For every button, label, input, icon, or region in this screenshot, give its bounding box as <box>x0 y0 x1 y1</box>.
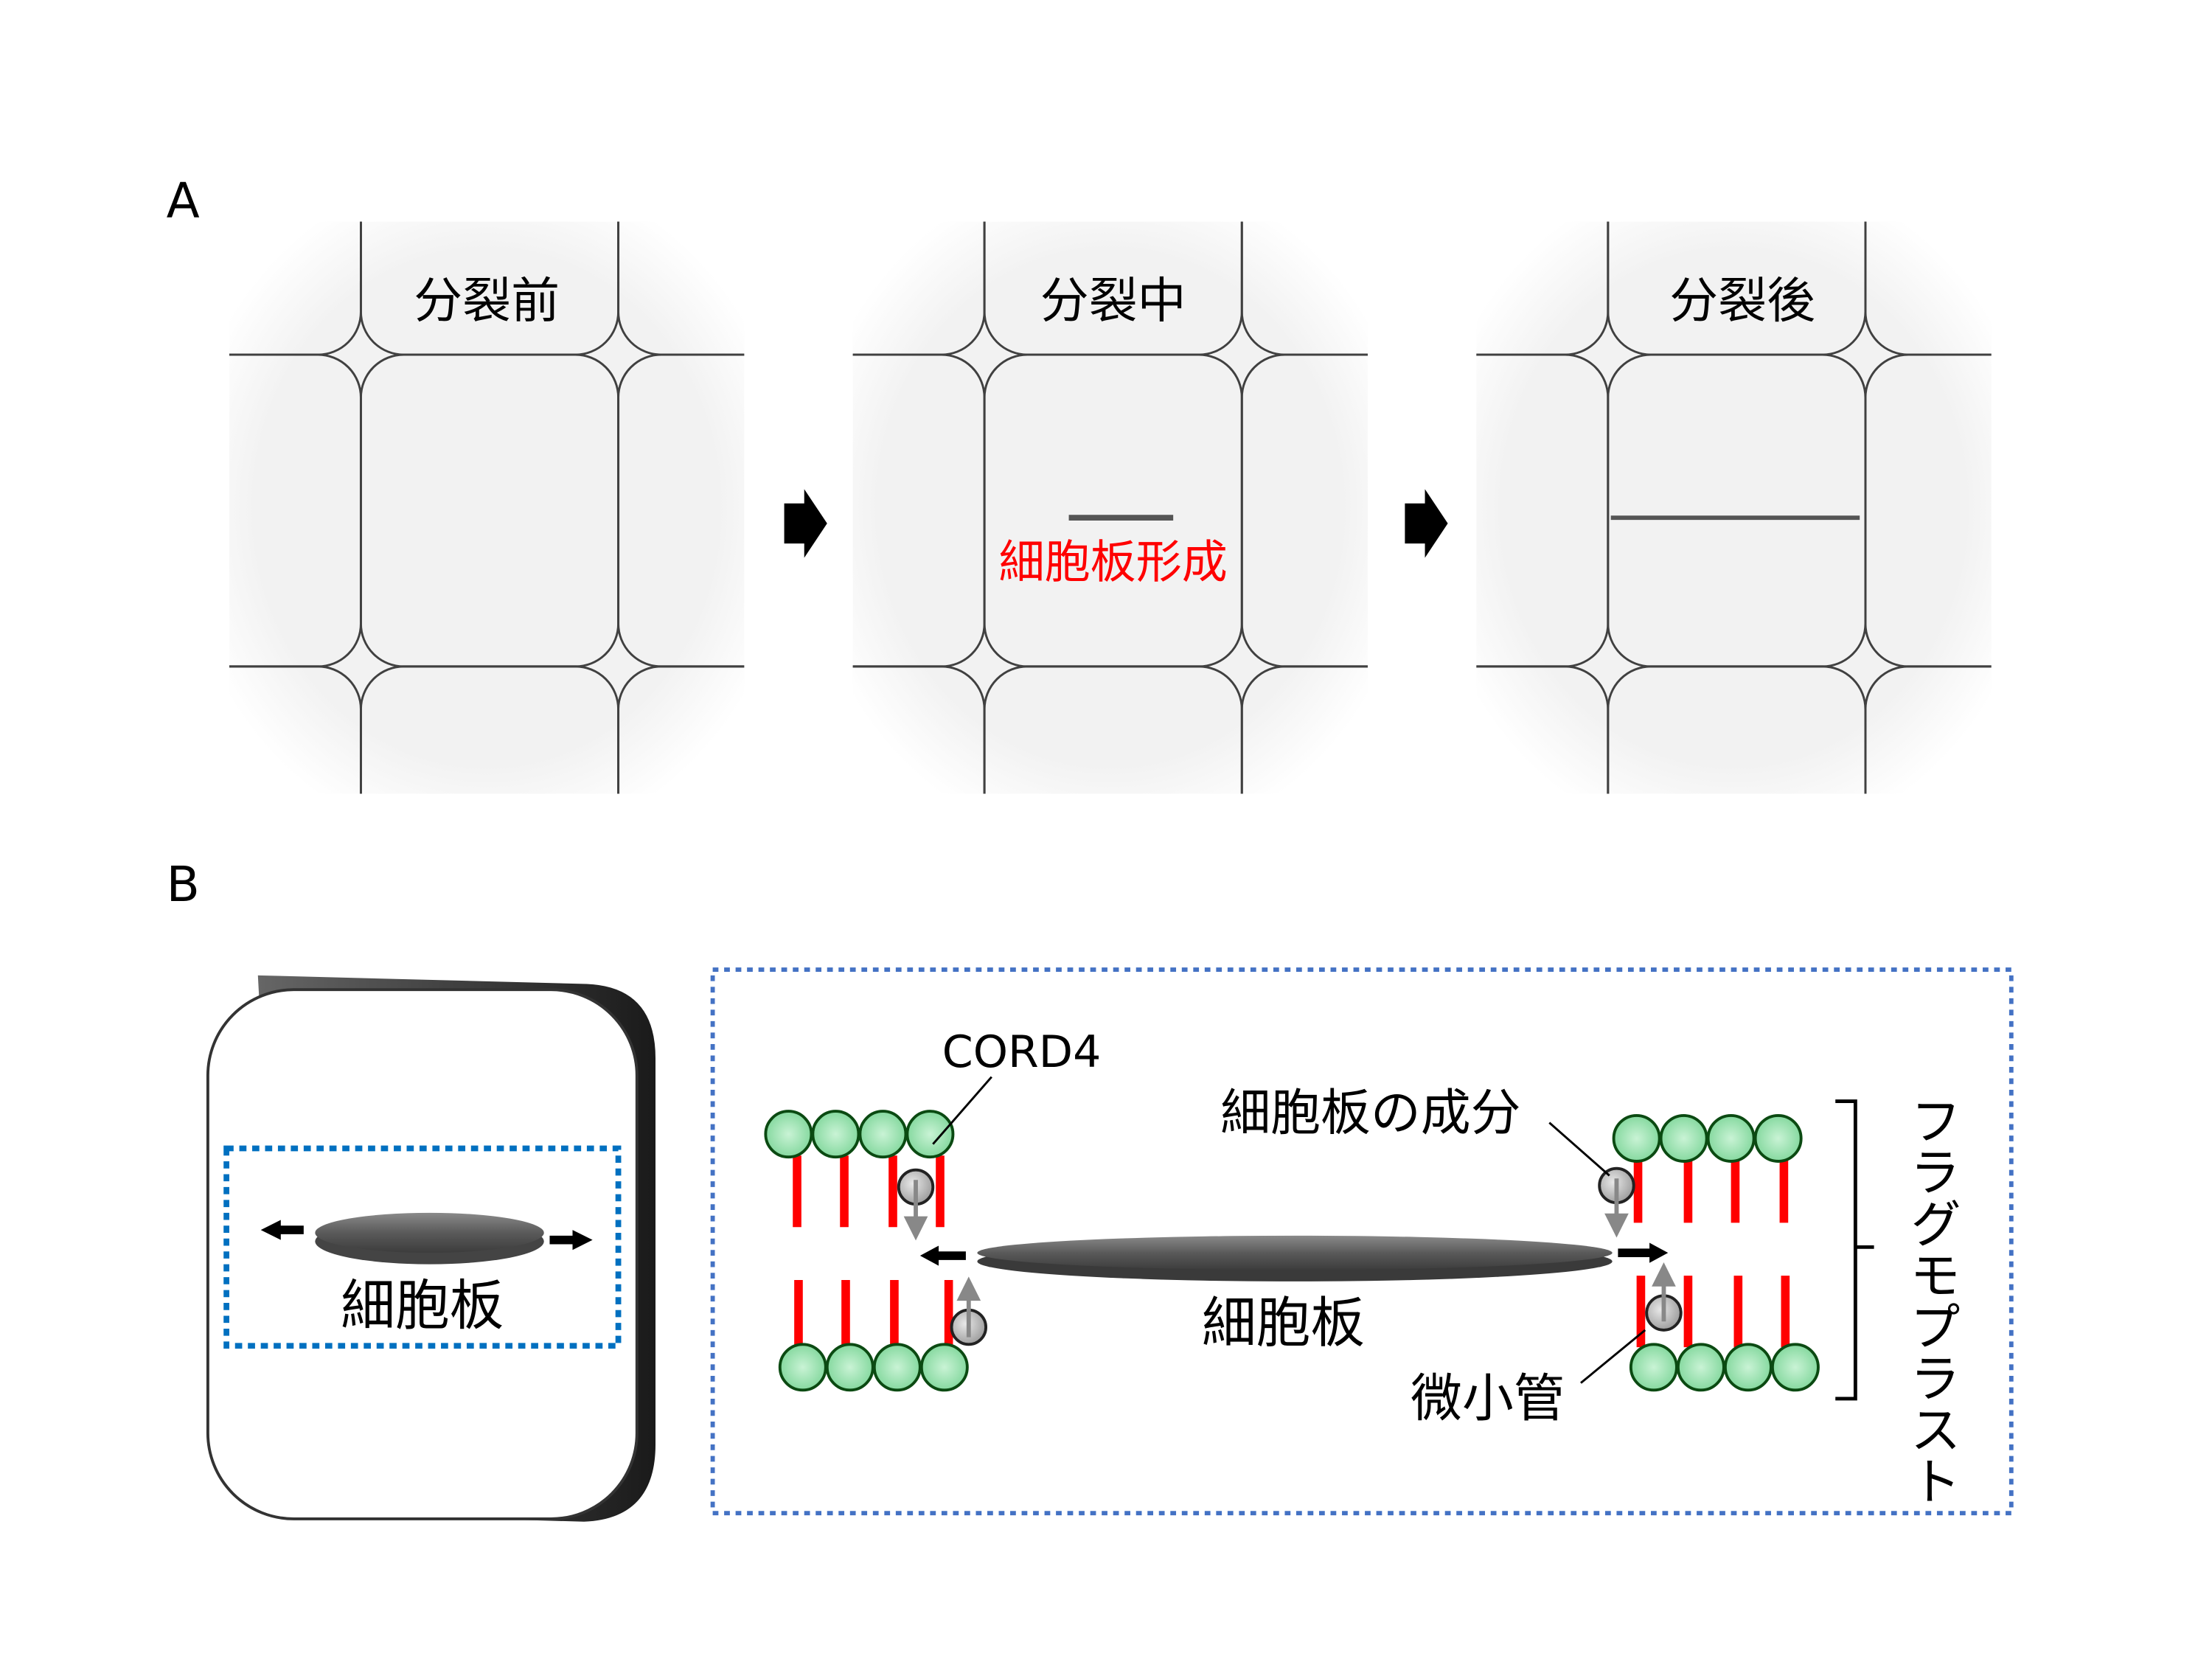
stage-after: 分裂後 <box>1351 43 2123 978</box>
cell-plate-formation-label: 細胞板形成 <box>999 535 1228 589</box>
arrow-right-icon <box>549 1230 593 1251</box>
zoom-region-box <box>223 1145 622 1349</box>
cell-3d-box: 細胞板 <box>206 975 656 1522</box>
panel-a-label: A <box>167 173 200 229</box>
detail-frame <box>710 967 2014 1516</box>
leader-lines <box>932 1076 1646 1384</box>
stage-title: 分裂中 <box>1040 273 1186 330</box>
arrow-left-icon <box>919 1245 966 1266</box>
cell-plate <box>977 1235 1613 1270</box>
arrow-right-icon <box>1618 1242 1669 1263</box>
arrow-right-icon <box>1405 489 1448 558</box>
cell-plate-disc <box>315 1212 544 1253</box>
microtubule-label: 微小管 <box>1411 1368 1565 1428</box>
cell-plate-components-label: 細胞板の成分 <box>1220 1084 1520 1142</box>
panel-b-label: B <box>167 856 200 913</box>
vesicles <box>897 1166 1683 1346</box>
phragmoplast-label: フラグモプラスト <box>1902 1094 1961 1506</box>
stage-title: 分裂後 <box>1669 273 1815 330</box>
detail-view: CORD4 細胞板の成分 細胞板 微小管 フラグモプラスト <box>710 967 2014 1516</box>
arrow-left-icon <box>260 1220 304 1240</box>
stage-title: 分裂前 <box>414 273 560 330</box>
membrane-tails <box>793 1155 1790 1348</box>
stage-during: 分裂中 細胞板形成 <box>727 43 1499 978</box>
cell-plate-label: 細胞板 <box>341 1275 504 1338</box>
arrow-right-icon <box>784 489 827 558</box>
phragmoplast-bracket <box>1835 1099 1874 1401</box>
stage-before: 分裂前 <box>103 43 875 978</box>
cord4-label: CORD4 <box>942 1026 1102 1078</box>
lipid-heads <box>764 1110 1820 1392</box>
cell-plate-label: 細胞板 <box>1202 1292 1365 1354</box>
